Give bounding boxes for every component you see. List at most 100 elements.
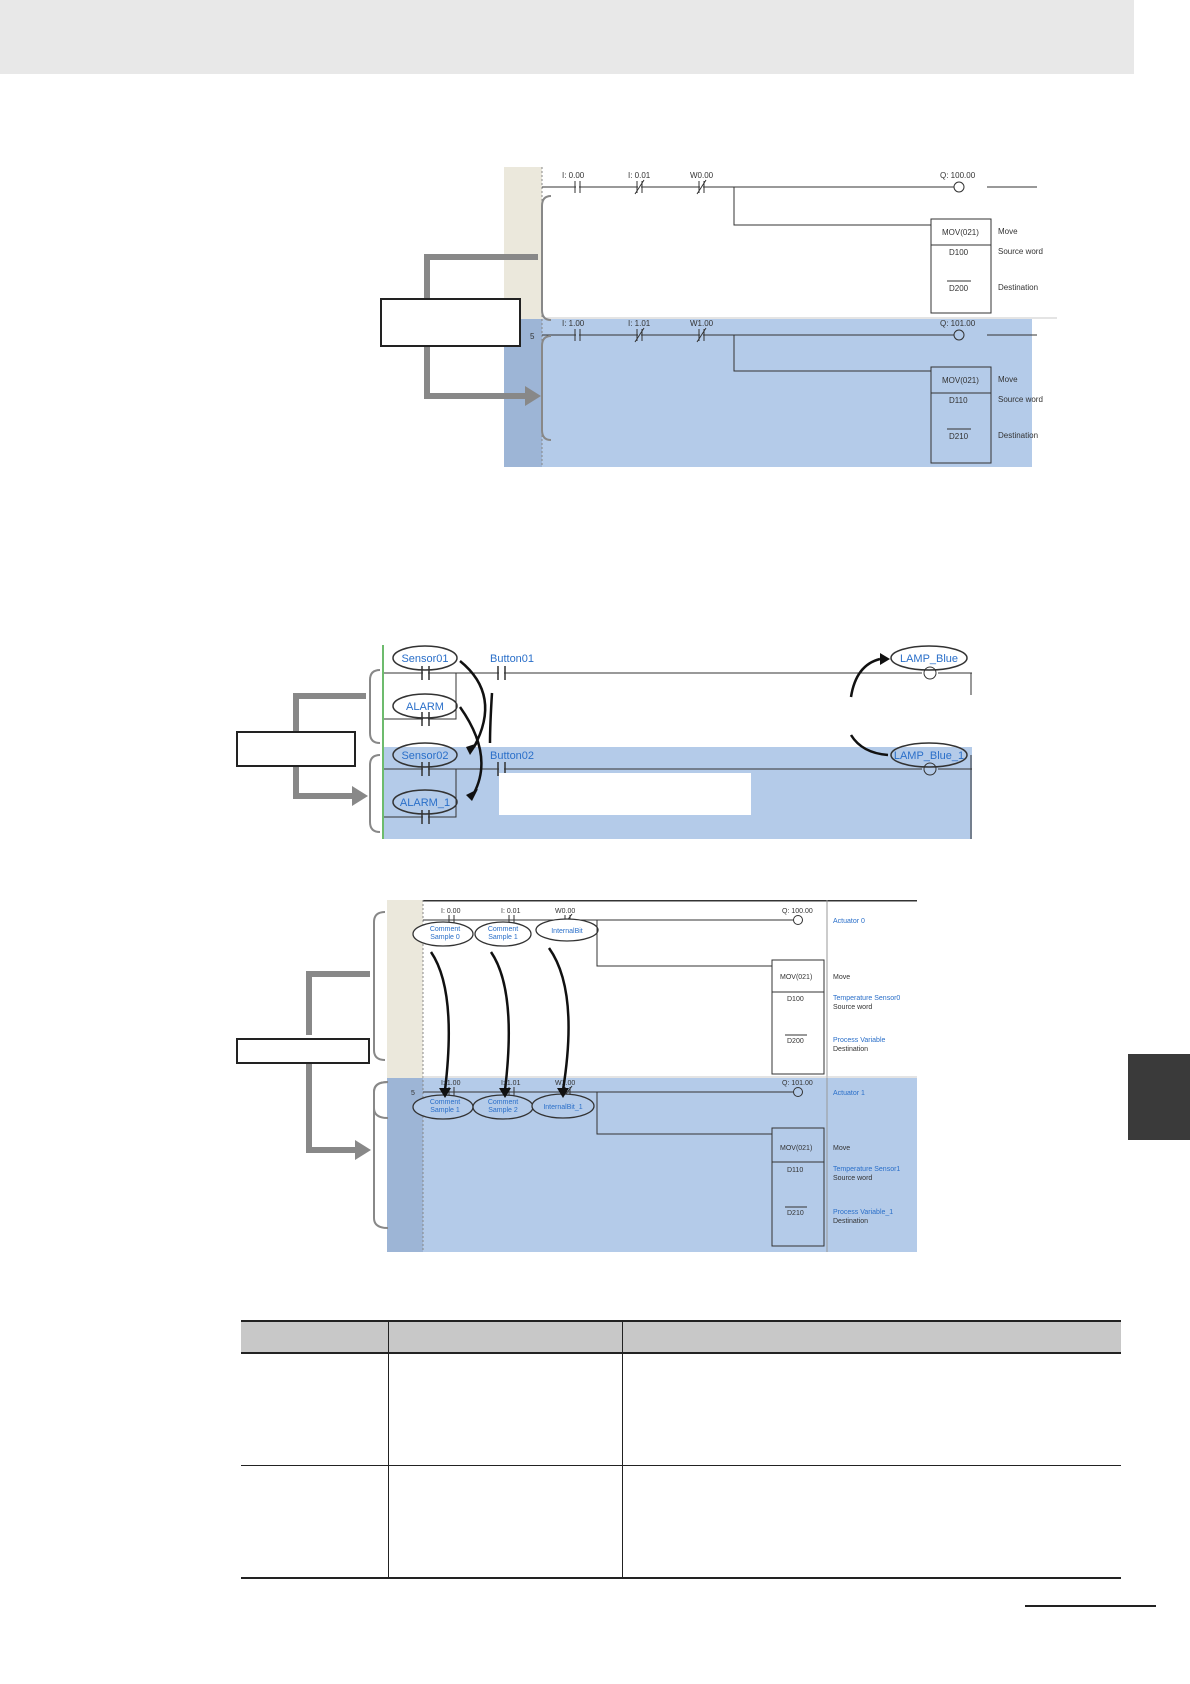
- coil-address: Q: 101.00: [940, 319, 976, 328]
- comment: Process Variable: [833, 1037, 886, 1044]
- variable-comment: Comment Sample 0: [429, 926, 461, 941]
- copy-arrow-line: [424, 254, 538, 300]
- blank-callout: [499, 773, 751, 815]
- contact-address: W0.00: [690, 171, 714, 180]
- comment: Temperature Sensor0: [833, 995, 900, 1002]
- variable-name: ALARM: [406, 701, 444, 713]
- variable-name: Sensor01: [401, 653, 448, 665]
- contact-no-2: [574, 329, 581, 341]
- contact-button01: [497, 666, 506, 680]
- callout-box: [236, 1038, 370, 1064]
- variable-comment: Comment Sample 1: [429, 1099, 461, 1114]
- arrow-head-icon: [525, 386, 541, 406]
- output-coil-1: [953, 181, 965, 193]
- comment: Destination: [998, 283, 1038, 292]
- arrow-head-icon: [352, 786, 368, 806]
- mov-instruction-block: [771, 959, 825, 1075]
- variable-name: Button02: [490, 750, 534, 762]
- operand-destination: D210: [949, 432, 969, 441]
- coil-comment: Actuator 0: [833, 918, 865, 925]
- comment: Destination: [833, 1046, 868, 1053]
- coil-address: Q: 100.00: [940, 171, 976, 180]
- brace-target: [541, 335, 552, 441]
- variable-comment: InternalBit: [551, 928, 583, 935]
- comment: Source word: [998, 395, 1043, 404]
- operand-source: D110: [949, 396, 968, 405]
- rename-arrow: [459, 660, 487, 748]
- contact-address: I: 1.01: [628, 319, 651, 328]
- instruction-name: MOV(021): [942, 228, 979, 237]
- mov-instruction-block: [930, 366, 992, 464]
- operand-destination: D200: [787, 1038, 804, 1045]
- coil-lamp-blue-1: [923, 762, 937, 776]
- rename-arrow: [489, 951, 511, 1091]
- contact-nc-2: [696, 179, 707, 195]
- brace-target: [369, 754, 381, 833]
- contact-sensor01: [421, 666, 430, 680]
- table-cell: [387, 1353, 622, 1466]
- instruction-name: MOV(021): [780, 1145, 812, 1152]
- chapter-tab: [1128, 1054, 1190, 1140]
- comment: Process Variable_1: [833, 1209, 893, 1216]
- comment: Destination: [998, 431, 1038, 440]
- rung-number: 5: [411, 1090, 415, 1097]
- ladder-figure-2: Sensor01 Button01 ALARM LAMP_Blue Sensor…: [382, 645, 972, 839]
- figure-1-annotations: [424, 195, 552, 441]
- ladder-figure-1: I: 0.00 I: 0.01 W0.00 Q: 100.00 MOV(021)…: [504, 167, 1057, 467]
- variable-name: LAMP_Blue: [900, 653, 958, 665]
- output-coil-1: [793, 915, 803, 925]
- contact-address: I: 1.00: [562, 319, 585, 328]
- variable-comment: Comment Sample 2: [487, 1099, 519, 1114]
- figure-3-annotations: [306, 911, 389, 1229]
- page-header-band: [0, 0, 1134, 74]
- comment: Move: [833, 974, 850, 981]
- brace-target: [373, 1081, 389, 1229]
- contact-alarm-1: [421, 810, 430, 824]
- contact-alarm: [421, 712, 430, 726]
- contact-address: I: 1.01: [501, 1080, 521, 1087]
- callout-box: [380, 298, 521, 347]
- arrow-head-icon: [355, 1140, 371, 1160]
- contact-address: W1.00: [690, 319, 714, 328]
- table-cell: [241, 1353, 388, 1466]
- operand-source: D110: [787, 1167, 803, 1174]
- contact-address: I: 1.00: [441, 1080, 461, 1087]
- brace-source: [541, 195, 552, 321]
- table-header-row: [241, 1320, 1121, 1354]
- contact-nc-4: [696, 327, 707, 343]
- contact-sensor02: [421, 762, 430, 776]
- contact-address: I: 0.00: [562, 171, 585, 180]
- table-cell: [241, 1465, 388, 1579]
- mov-instruction-block: [771, 1127, 825, 1247]
- contact-address: W0.00: [555, 908, 575, 915]
- variable-comment: InternalBit_1: [543, 1104, 582, 1111]
- output-coil-2: [953, 329, 965, 341]
- comment: Move: [998, 375, 1018, 384]
- table-header-cell: [621, 1320, 1121, 1354]
- ladder-diagram-2: Sensor01 Button01 ALARM LAMP_Blue Sensor…: [382, 645, 972, 839]
- rename-arrow: [849, 657, 881, 698]
- contact-address: I: 0.00: [441, 908, 461, 915]
- brace-source: [369, 669, 381, 744]
- table-cell: [621, 1353, 1121, 1466]
- contact-nc-3: [634, 327, 645, 343]
- coil-address: Q: 101.00: [782, 1080, 813, 1087]
- output-coil-2: [793, 1087, 803, 1097]
- spec-table: [241, 1320, 1121, 1579]
- comment: Source word: [998, 247, 1043, 256]
- table-row: [241, 1353, 1121, 1466]
- coil-address: Q: 100.00: [782, 908, 813, 915]
- contact-address: I: 0.01: [628, 171, 651, 180]
- coil-comment: Actuator 1: [833, 1090, 865, 1097]
- comment: Source word: [833, 1004, 872, 1011]
- rung-margin: [504, 167, 542, 319]
- comment: Move: [998, 227, 1018, 236]
- operand-source: D100: [787, 996, 804, 1003]
- callout-box: [236, 731, 356, 767]
- ladder-diagram-1: I: 0.00 I: 0.01 W0.00 Q: 100.00 MOV(021)…: [504, 167, 1057, 467]
- instruction-name: MOV(021): [942, 376, 979, 385]
- table-cell: [387, 1465, 622, 1579]
- comment: Temperature Sensor1: [833, 1166, 900, 1173]
- rename-arrow: [547, 947, 570, 1091]
- table-row: [241, 1465, 1121, 1579]
